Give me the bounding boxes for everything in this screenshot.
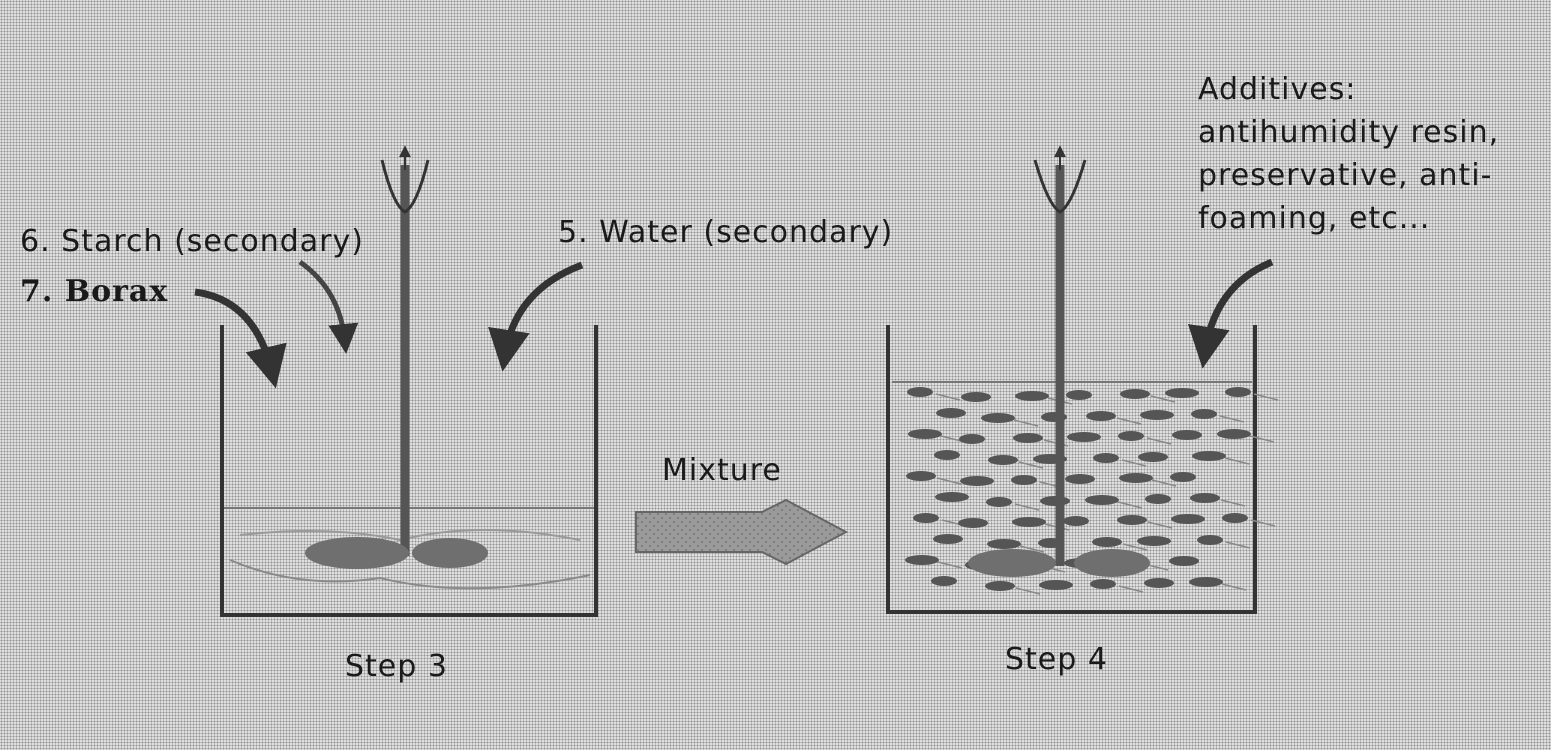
particle bbox=[959, 434, 985, 444]
borax-arrow bbox=[195, 292, 272, 372]
particle-streak bbox=[936, 394, 960, 400]
additives-line-2: preservative, anti- bbox=[1198, 154, 1528, 197]
particle bbox=[1085, 495, 1119, 505]
water-label: 5. Water (secondary) bbox=[558, 216, 893, 250]
particle bbox=[1170, 472, 1196, 482]
particle bbox=[1013, 433, 1043, 443]
water-arrow bbox=[505, 265, 582, 355]
particle bbox=[933, 534, 963, 544]
particle bbox=[985, 581, 1015, 591]
particle bbox=[988, 455, 1018, 465]
step4-tank bbox=[888, 325, 1255, 612]
mixture-label: Mixture bbox=[662, 454, 782, 488]
particle bbox=[1137, 536, 1171, 546]
particle-streak bbox=[1016, 588, 1040, 594]
particle bbox=[987, 539, 1021, 549]
particle bbox=[1066, 390, 1092, 400]
particle bbox=[1086, 411, 1116, 421]
particle-streak bbox=[1147, 438, 1171, 444]
additives-line-1: antihumidity resin, bbox=[1198, 111, 1528, 154]
particle bbox=[1172, 430, 1202, 440]
particle bbox=[1192, 451, 1226, 461]
particle bbox=[961, 392, 991, 402]
particle bbox=[986, 497, 1012, 507]
particle bbox=[1120, 389, 1150, 399]
particle bbox=[931, 576, 957, 586]
particle bbox=[1171, 514, 1205, 524]
starch-arrow bbox=[300, 262, 345, 342]
particle bbox=[908, 429, 942, 439]
step4-label: Step 4 bbox=[1005, 643, 1108, 677]
starch-label: 6. Starch (secondary) bbox=[20, 225, 364, 259]
particle bbox=[936, 408, 966, 418]
particle-streak bbox=[1119, 586, 1143, 592]
particle bbox=[1189, 577, 1223, 587]
particle-streak bbox=[937, 478, 961, 484]
particle bbox=[1015, 391, 1049, 401]
additives-arrow bbox=[1205, 262, 1272, 352]
particle bbox=[1090, 579, 1116, 589]
additives-title: Additives: bbox=[1198, 68, 1528, 111]
particle bbox=[935, 492, 969, 502]
additives-label: Additives: antihumidity resin, preservat… bbox=[1198, 68, 1528, 240]
particle bbox=[1011, 475, 1037, 485]
particle bbox=[1217, 429, 1251, 439]
particle bbox=[906, 471, 936, 481]
particle bbox=[1040, 496, 1070, 506]
particle bbox=[913, 513, 939, 523]
particle-streak bbox=[1122, 460, 1146, 466]
particle bbox=[1191, 409, 1217, 419]
particle bbox=[1144, 578, 1174, 588]
particle bbox=[1225, 387, 1251, 397]
particle bbox=[1197, 535, 1223, 545]
particle bbox=[1145, 494, 1171, 504]
particle-streak bbox=[1226, 542, 1250, 548]
particle bbox=[960, 476, 994, 486]
particle bbox=[1067, 432, 1101, 442]
particle-streak bbox=[1220, 416, 1244, 422]
particle bbox=[1092, 537, 1122, 547]
particle bbox=[934, 450, 960, 460]
particle-streak bbox=[1254, 394, 1278, 400]
particle bbox=[1063, 516, 1089, 526]
step4-stirrer bbox=[968, 150, 1150, 577]
mixture-arrow bbox=[636, 500, 846, 564]
particle bbox=[958, 518, 988, 528]
particle-streak bbox=[1152, 480, 1176, 486]
particle-streak bbox=[1118, 502, 1142, 508]
borax-label: 7. Borax bbox=[20, 275, 168, 309]
step3-label: Step 3 bbox=[345, 650, 448, 684]
particle bbox=[1093, 453, 1119, 463]
particle bbox=[1012, 517, 1046, 527]
particle bbox=[1118, 431, 1144, 441]
particle bbox=[1119, 473, 1153, 483]
particle-streak bbox=[938, 562, 962, 568]
particle bbox=[1117, 515, 1147, 525]
particle-streak bbox=[1148, 522, 1172, 528]
particle bbox=[1190, 493, 1220, 503]
additives-line-3: foaming, etc... bbox=[1198, 197, 1528, 240]
particle bbox=[1169, 556, 1199, 566]
particle bbox=[1138, 452, 1168, 462]
particle-streak bbox=[1225, 458, 1249, 464]
particle bbox=[905, 555, 939, 565]
particle-streak bbox=[1014, 420, 1038, 426]
particle-streak bbox=[1015, 504, 1039, 510]
particle bbox=[1039, 580, 1073, 590]
particle bbox=[1165, 388, 1199, 398]
particle bbox=[1222, 513, 1248, 523]
particle-streak bbox=[1117, 418, 1141, 424]
particle bbox=[981, 413, 1015, 423]
particle bbox=[1140, 410, 1174, 420]
particle-streak bbox=[1222, 584, 1246, 590]
particle bbox=[1065, 474, 1095, 484]
particle bbox=[907, 387, 933, 397]
particle-streak bbox=[1221, 500, 1245, 506]
step3-stirrer bbox=[305, 150, 488, 569]
